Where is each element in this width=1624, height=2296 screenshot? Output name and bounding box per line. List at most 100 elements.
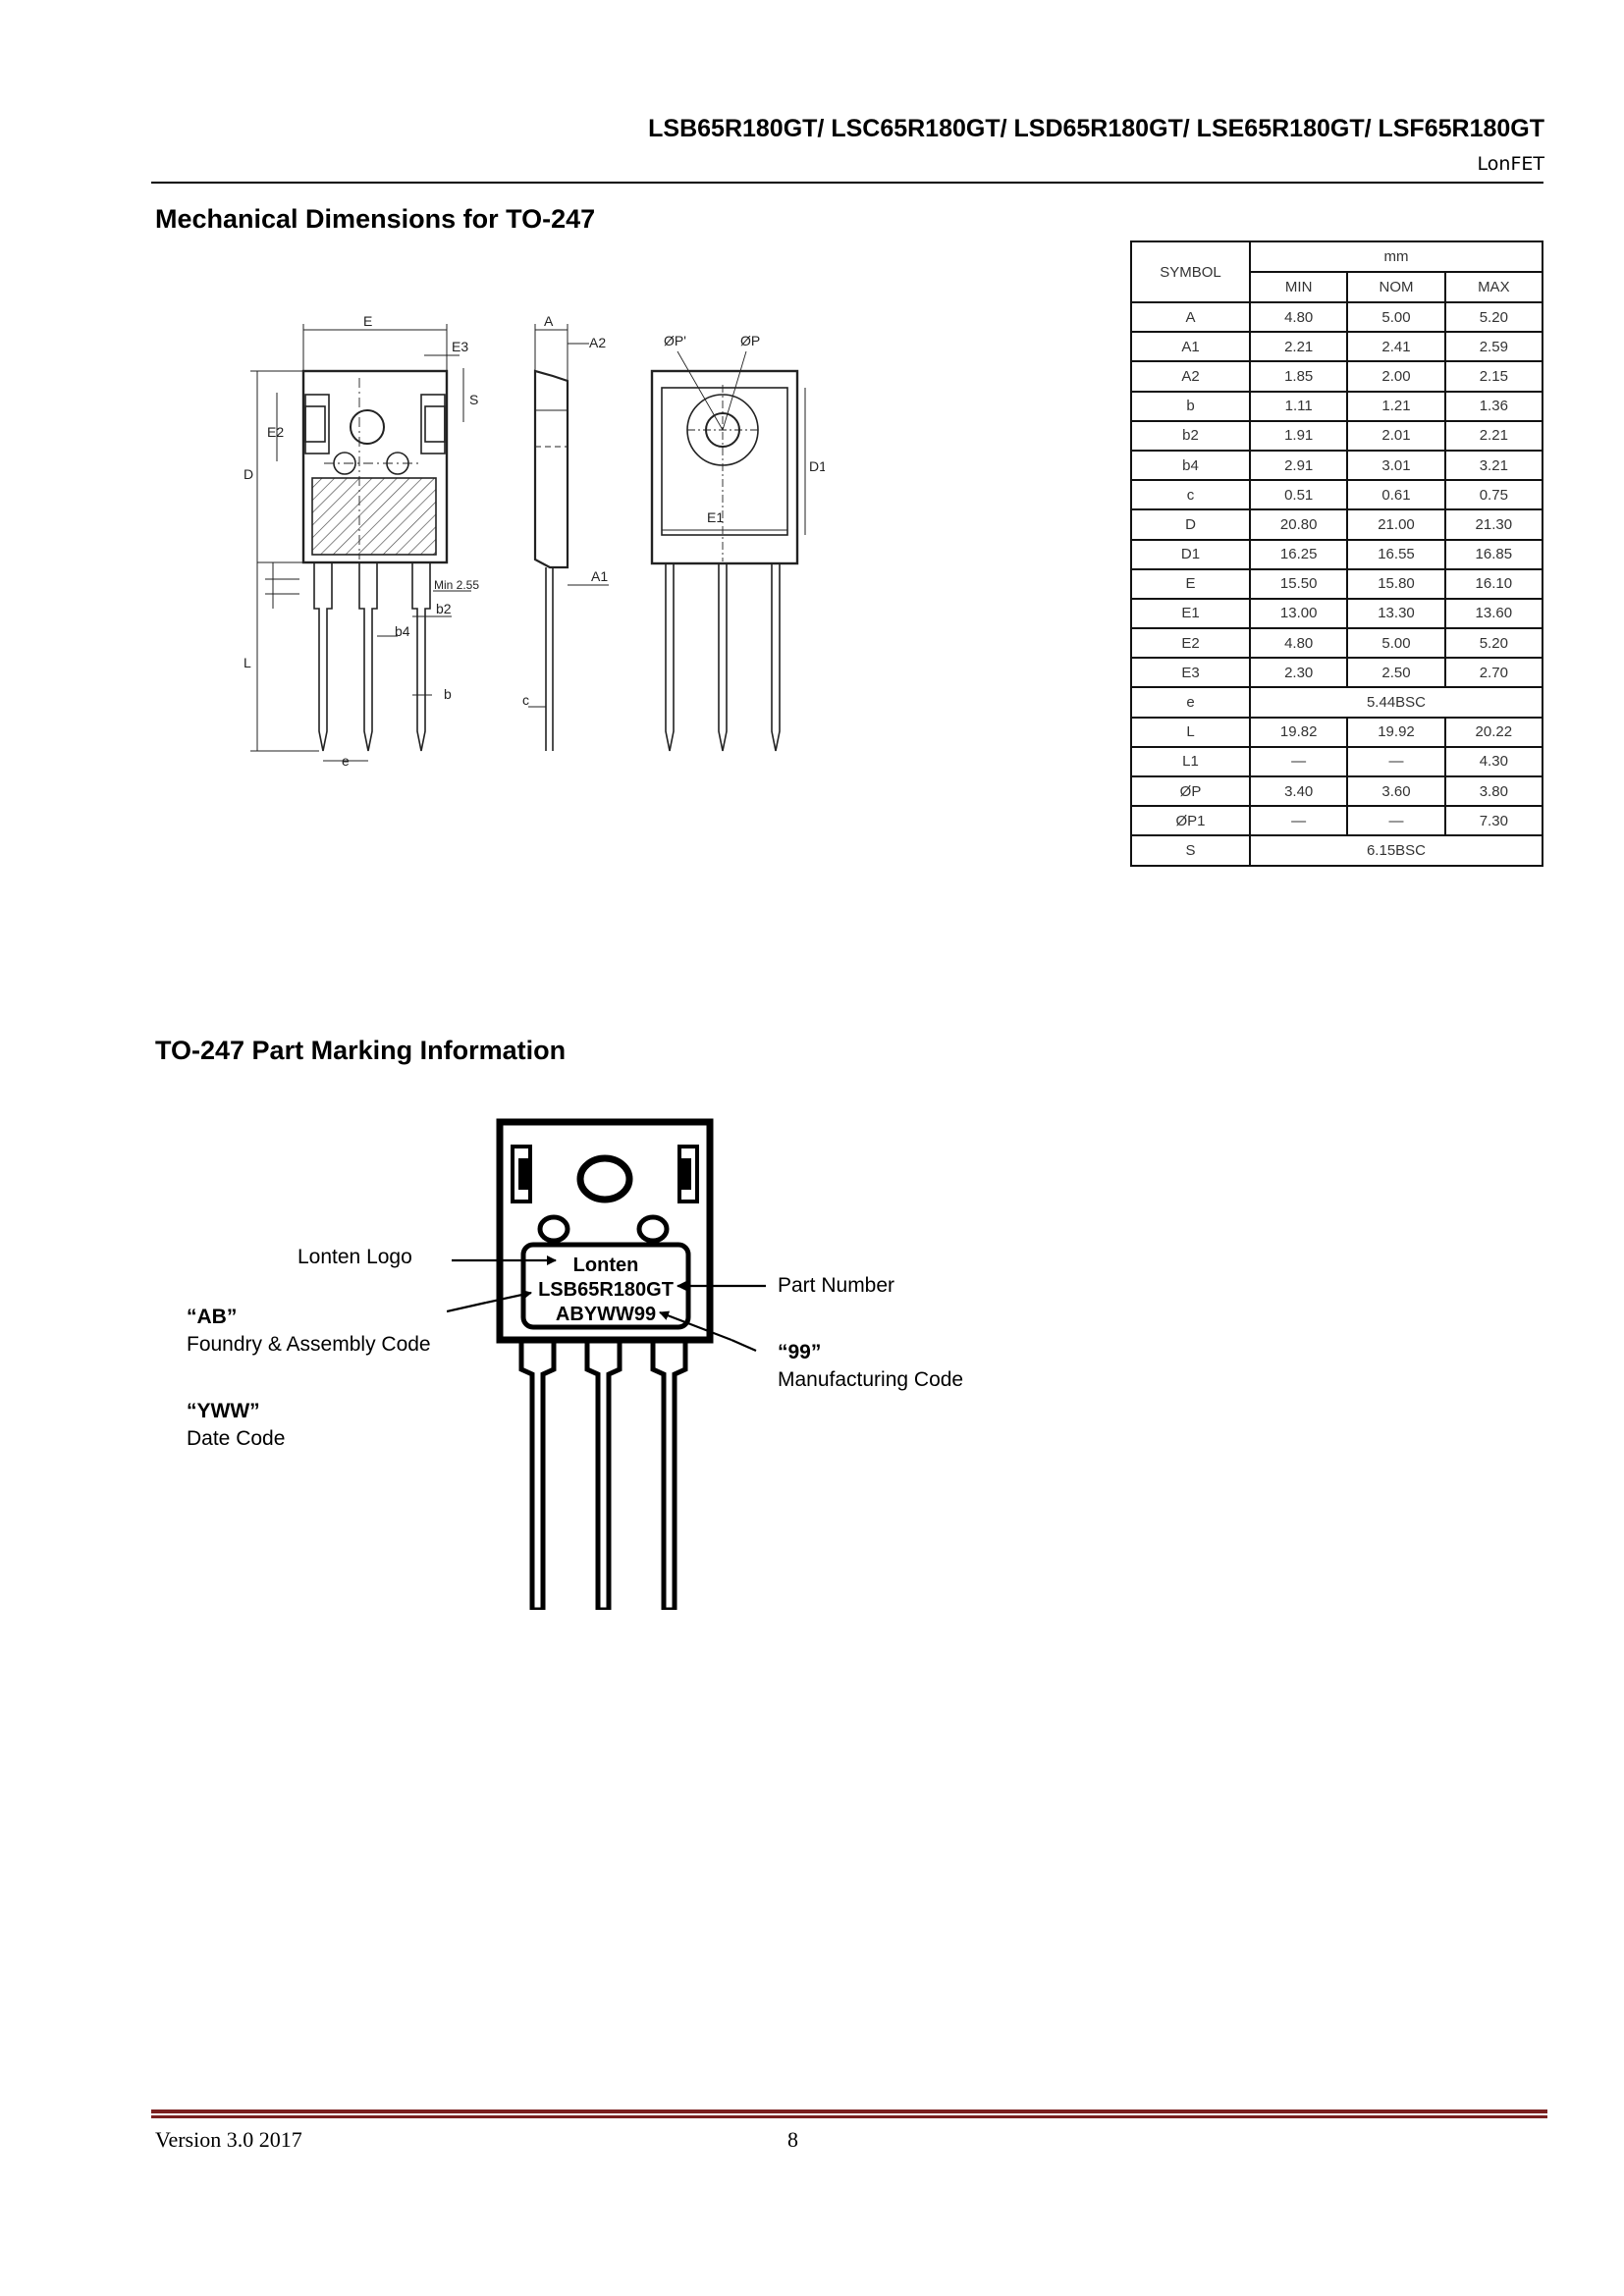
table-cell-symbol: D1 — [1130, 538, 1251, 570]
table-cell-max: 16.85 — [1443, 538, 1544, 570]
header-rule — [151, 182, 1543, 184]
table-cell-nom: 2.01 — [1346, 419, 1446, 452]
dim-label-b4: b4 — [395, 623, 410, 639]
table-cell-nom: 3.60 — [1346, 774, 1446, 808]
callout-yww-desc: Date Code — [187, 1427, 286, 1450]
callout-leader-lines — [447, 1258, 766, 1353]
table-subheader-row: MIN NOM MAX — [1131, 271, 1544, 303]
footer-version: Version 3.0 2017 — [155, 2127, 302, 2152]
table-cell-nom: 3.01 — [1346, 449, 1446, 482]
table-cell-nom: 2.00 — [1346, 360, 1446, 393]
table-row: ØP1——7.30 — [1130, 805, 1544, 837]
callout-yww-block: “YWW” Date Code — [187, 1398, 285, 1453]
front-view: E E3 S E2 D L Min 2.55 b2 b4 b e — [244, 313, 479, 769]
table-cell-symbol: A1 — [1130, 331, 1251, 363]
table-cell-max: 2.21 — [1443, 419, 1544, 452]
callout-part-number: Part Number — [778, 1274, 895, 1297]
table-cell-max: 21.30 — [1443, 508, 1544, 541]
dim-label-b: b — [444, 686, 452, 702]
table-cell-min: 13.00 — [1248, 597, 1349, 630]
dim-label-l: L — [244, 655, 251, 670]
table-cell-min: 1.91 — [1248, 419, 1349, 452]
table-cell-max: 5.20 — [1443, 300, 1544, 334]
table-cell-symbol: E2 — [1130, 627, 1251, 660]
table-cell-min: 4.80 — [1248, 300, 1349, 334]
callout-lonten-logo: Lonten Logo — [298, 1246, 412, 1268]
table-header-max: MAX — [1443, 271, 1544, 303]
callout-mfg-code: “99” — [778, 1341, 822, 1363]
table-cell-symbol: ØP — [1130, 774, 1251, 808]
callout-ab-code: “AB” — [187, 1306, 238, 1328]
footer-page-number: 8 — [787, 2127, 798, 2152]
table-cell-max: 2.15 — [1443, 360, 1544, 393]
table-cell-nom: 21.00 — [1346, 508, 1446, 541]
table-cell-bsc: 6.15BSC — [1249, 834, 1543, 867]
package-logo-text: Lonten — [573, 1255, 639, 1276]
table-cell-symbol: A2 — [1130, 360, 1251, 393]
table-cell-symbol: b4 — [1130, 449, 1251, 482]
table-cell-nom: — — [1346, 805, 1446, 837]
section-title-part-marking: TO-247 Part Marking Information — [155, 1036, 567, 1065]
table-cell-min: 3.40 — [1248, 774, 1349, 808]
callout-mfg-block: “99” Manufacturing Code — [778, 1339, 963, 1394]
dim-label-a: A — [544, 313, 554, 329]
table-header-symbol: SYMBOL — [1130, 240, 1251, 303]
table-cell-nom: 0.61 — [1346, 479, 1446, 511]
table-cell-min: 0.51 — [1248, 479, 1349, 511]
dim-label-c: c — [522, 692, 529, 708]
table-cell-max: 16.10 — [1443, 567, 1544, 600]
table-cell-max: 20.22 — [1443, 716, 1544, 748]
table-cell-symbol: L — [1130, 716, 1251, 748]
table-cell-min: 1.85 — [1248, 360, 1349, 393]
document-subtitle: LonFET — [1477, 153, 1544, 175]
table-cell-symbol: L1 — [1130, 745, 1251, 778]
table-cell-min: 4.80 — [1248, 627, 1349, 660]
table-cell-symbol: S — [1130, 834, 1251, 867]
table-cell-min: — — [1248, 745, 1349, 778]
dim-label-d: D — [244, 466, 253, 482]
table-cell-min: 2.91 — [1248, 449, 1349, 482]
table-cell-nom: 19.92 — [1346, 716, 1446, 748]
table-header-min: MIN — [1248, 271, 1349, 303]
table-cell-max: 3.21 — [1443, 449, 1544, 482]
dim-label-s: S — [469, 392, 478, 407]
package-part-number: LSB65R180GT — [538, 1279, 674, 1301]
table-cell-symbol: b2 — [1130, 419, 1251, 452]
callout-ab-desc: Foundry & Assembly Code — [187, 1333, 431, 1356]
table-cell-min: 1.11 — [1248, 390, 1349, 422]
table-cell-nom: 2.50 — [1346, 657, 1446, 689]
table-cell-min: 19.82 — [1248, 716, 1349, 748]
table-cell-min: 16.25 — [1248, 538, 1349, 570]
table-cell-max: 13.60 — [1443, 597, 1544, 630]
table-cell-min: 2.21 — [1248, 331, 1349, 363]
dim-label-d1: D1 — [809, 458, 825, 474]
dim-label-p: ØP — [740, 333, 760, 348]
dim-label-e1: E1 — [707, 509, 724, 525]
callout-ab-code-line: “AB” Foundry & Assembly Code — [187, 1304, 431, 1359]
table-cell-nom: 15.80 — [1346, 567, 1446, 600]
dim-label-a2: A2 — [589, 335, 606, 350]
table-cell-nom: 1.21 — [1346, 390, 1446, 422]
dim-label-a1: A1 — [591, 568, 608, 584]
table-header-row: SYMBOL mm — [1130, 240, 1543, 303]
table-cell-symbol: E1 — [1130, 597, 1251, 630]
table-cell-symbol: D — [1130, 508, 1251, 541]
table-cell-max: 0.75 — [1443, 479, 1544, 511]
dim-label-b2: b2 — [436, 601, 452, 616]
dim-label-e2: E2 — [267, 424, 284, 440]
